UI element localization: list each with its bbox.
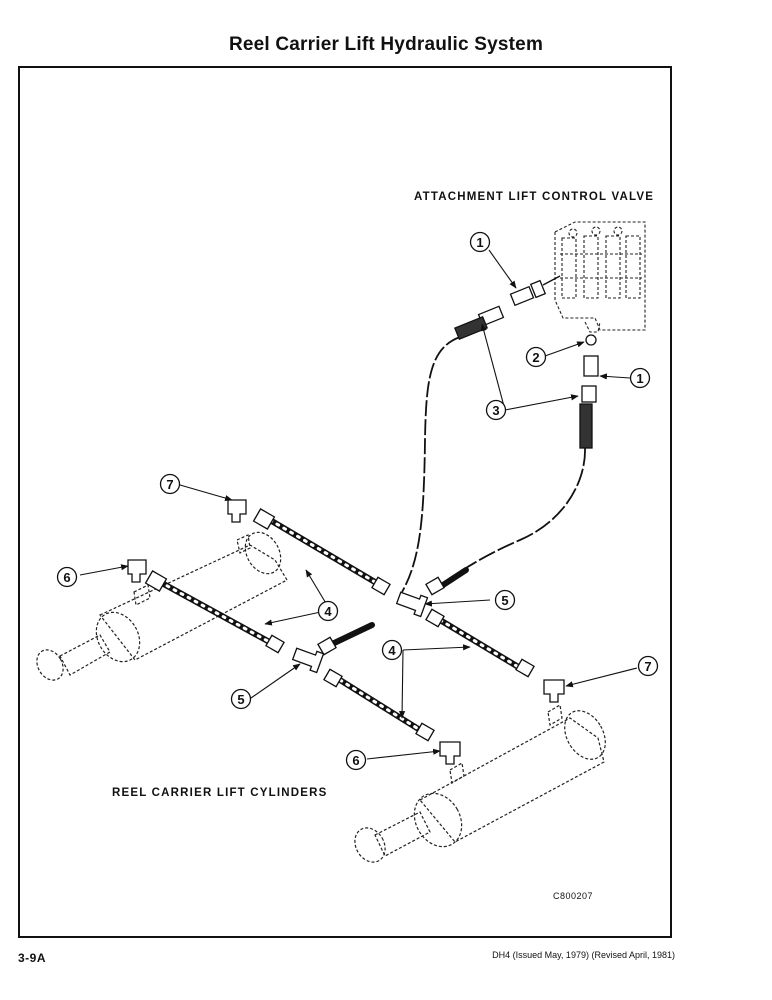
callout-6a: 6 <box>56 566 78 588</box>
lift-cylinder-right <box>354 704 606 863</box>
svg-text:2: 2 <box>532 350 539 365</box>
control-valve <box>554 221 646 333</box>
callout-4a: 4 <box>317 600 339 622</box>
valve-fittings <box>453 275 599 449</box>
figure-code: C800207 <box>553 891 594 901</box>
diagram-frame <box>18 66 672 938</box>
callout-2: 2 <box>525 346 547 368</box>
svg-text:1: 1 <box>476 235 483 250</box>
svg-text:7: 7 <box>166 477 173 492</box>
svg-text:4: 4 <box>324 604 332 619</box>
svg-text:7: 7 <box>644 659 651 674</box>
callout-7a: 7 <box>159 473 181 495</box>
svg-text:4: 4 <box>388 643 396 658</box>
callout-3: 3 <box>485 399 507 421</box>
svg-text:3: 3 <box>492 403 499 418</box>
svg-text:6: 6 <box>63 570 70 585</box>
svg-text:5: 5 <box>237 692 244 707</box>
svg-text:6: 6 <box>352 753 359 768</box>
hydraulic-hoses <box>157 517 523 733</box>
callout-4b: 4 <box>381 639 403 661</box>
svg-text:5: 5 <box>501 593 508 608</box>
callout-1b: 1 <box>629 367 651 389</box>
callouts: 1 1 2 3 4 4 5 5 6 6 7 7 <box>56 231 659 771</box>
page-title: Reel Carrier Lift Hydraulic System <box>228 34 544 55</box>
page-number: 3-9A <box>18 951 47 965</box>
callout-1a: 1 <box>469 231 491 253</box>
callout-6b: 6 <box>345 749 367 771</box>
lift-cylinder-left <box>36 531 288 681</box>
hose-fittings <box>127 499 565 765</box>
document-info: DH4 (Issued May, 1979) (Revised April, 1… <box>492 950 675 960</box>
callout-7b: 7 <box>637 655 659 677</box>
cylinders-label: REEL CARRIER LIFT CYLINDERS <box>112 787 328 799</box>
hose-lines <box>401 336 586 593</box>
svg-text:1: 1 <box>636 371 643 386</box>
callout-5b: 5 <box>230 688 252 710</box>
valve-label: ATTACHMENT LIFT CONTROL VALVE <box>414 191 655 203</box>
callout-5a: 5 <box>494 589 516 611</box>
